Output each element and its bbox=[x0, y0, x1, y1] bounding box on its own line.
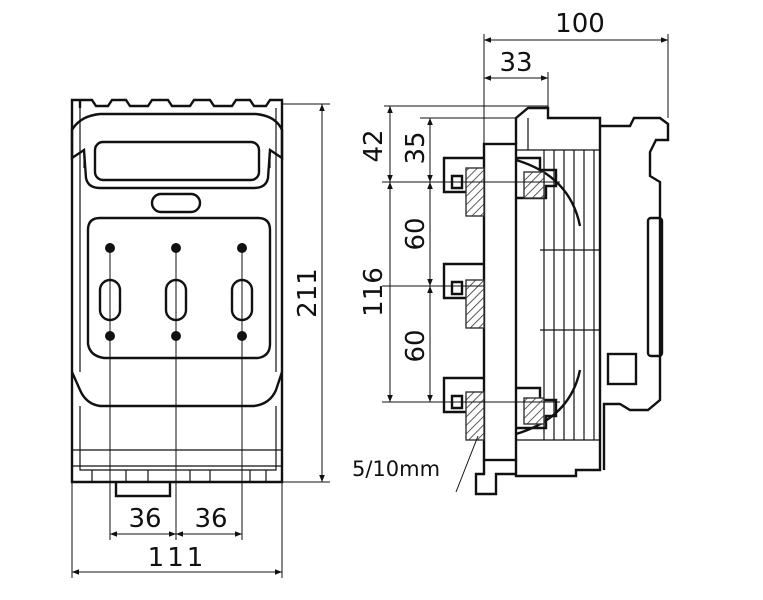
dim-pole-span: 116 bbox=[359, 267, 389, 317]
front-lid-window bbox=[93, 140, 261, 182]
side-din-foot bbox=[474, 460, 516, 496]
busbar-bottom bbox=[465, 391, 485, 441]
dim-pitch-lower: 60 bbox=[401, 329, 431, 362]
front-bottom-clips bbox=[91, 470, 267, 482]
front-lid-groove bbox=[83, 150, 271, 168]
side-top-extension-lines bbox=[384, 34, 669, 144]
side-main-body bbox=[514, 106, 602, 478]
busbar-mid bbox=[465, 279, 485, 329]
front-lower-panel bbox=[72, 406, 282, 471]
side-handle bbox=[646, 216, 664, 358]
side-pole-axes bbox=[382, 181, 560, 403]
front-side-rib bbox=[79, 108, 277, 372]
dim-height-total: 211 bbox=[293, 268, 323, 318]
busbar-note-leader bbox=[455, 435, 479, 493]
front-cover-frame bbox=[70, 371, 284, 408]
front-pole-centerlines bbox=[109, 248, 243, 540]
front-lid bbox=[70, 112, 284, 190]
side-view bbox=[382, 34, 670, 496]
dim-pitch-upper: 60 bbox=[401, 217, 431, 250]
side-terminal-top bbox=[442, 156, 484, 194]
side-upper-contact bbox=[515, 156, 582, 227]
side-indicator-box bbox=[606, 352, 638, 386]
side-terminal-bottom bbox=[442, 376, 484, 414]
front-indicator-slot bbox=[150, 192, 202, 214]
dim-top-offset: 42 bbox=[359, 129, 389, 162]
side-dimensions: 100 33 42 35 116 60 60 5/10mm bbox=[352, 9, 668, 493]
front-cover-plate bbox=[86, 216, 272, 360]
busbar-thickness-note: 5/10mm bbox=[352, 457, 440, 481]
front-dimensions: 36 36 111 211 bbox=[72, 103, 330, 575]
busbar-top bbox=[465, 167, 485, 217]
dim-depth-partial: 33 bbox=[499, 48, 532, 78]
dim-top-offset-inner: 35 bbox=[401, 131, 431, 164]
side-body-inner bbox=[516, 118, 600, 441]
side-contact-pad-bottom bbox=[523, 397, 545, 425]
side-lower-contact bbox=[515, 369, 582, 436]
side-body-ribs bbox=[543, 150, 595, 440]
front-view bbox=[70, 98, 284, 578]
dim-pitch-right: 36 bbox=[194, 504, 227, 534]
dim-pitch-left: 36 bbox=[128, 504, 161, 534]
front-width-extension-lines bbox=[71, 482, 283, 578]
dim-depth-total: 100 bbox=[555, 9, 605, 39]
front-din-clip bbox=[114, 482, 172, 498]
side-contact-pad-top bbox=[523, 171, 545, 199]
side-terminal-mid bbox=[442, 262, 484, 300]
side-cover bbox=[600, 116, 670, 470]
side-back-plate bbox=[482, 142, 518, 462]
front-housing-outline bbox=[70, 98, 284, 484]
dim-width-total: 111 bbox=[148, 543, 207, 573]
